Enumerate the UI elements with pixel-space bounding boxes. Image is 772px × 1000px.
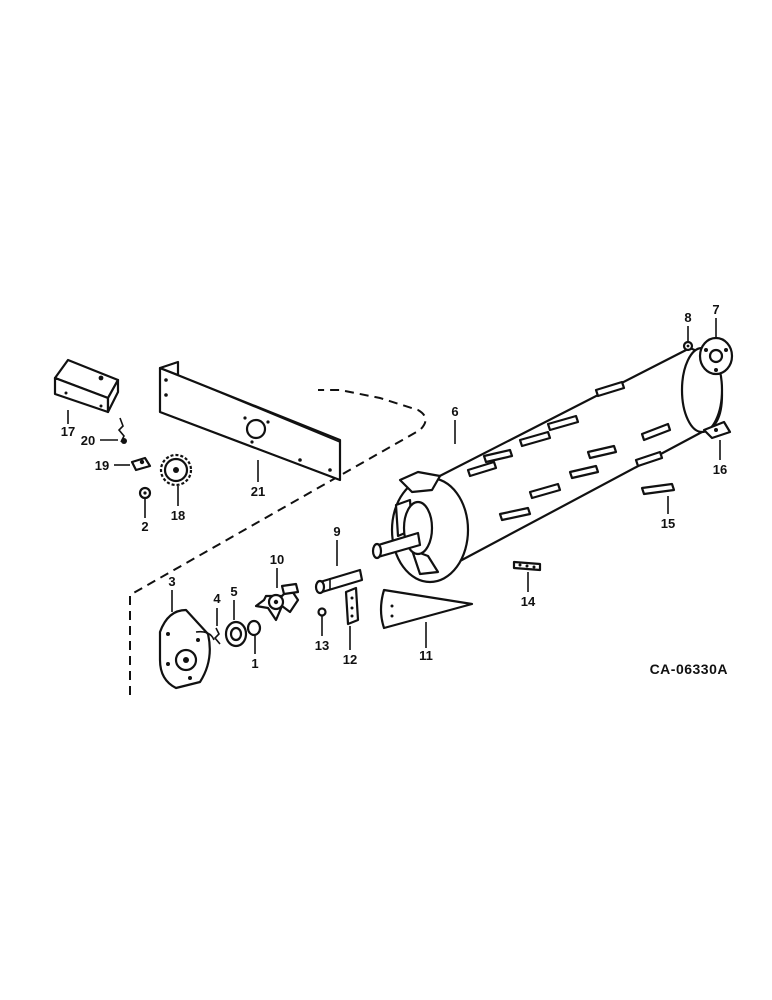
- callout-21: 21: [251, 484, 265, 499]
- callout-16: 16: [713, 462, 727, 477]
- callout-7: 7: [712, 302, 719, 317]
- part-19-hook: [130, 456, 152, 472]
- callout-8: 8: [684, 310, 691, 325]
- part-9-shaft: [314, 568, 364, 595]
- callout-3: 3: [168, 574, 175, 589]
- part-2-washer: [138, 486, 152, 500]
- part-10-spider-coupling: [254, 582, 300, 622]
- part-1-ring: [246, 619, 262, 637]
- figure-code: CA-06330A: [650, 661, 728, 677]
- callout-5: 5: [230, 584, 237, 599]
- callout-9: 9: [333, 524, 340, 539]
- callout-12: 12: [343, 652, 357, 667]
- part-6-cylinder-drum: [371, 346, 724, 584]
- part-20-spring-clip: [117, 417, 127, 444]
- part-13-bolt: [317, 607, 327, 617]
- callout-13: 13: [315, 638, 329, 653]
- callout-15: 15: [661, 516, 675, 531]
- callout-6: 6: [451, 404, 458, 419]
- callout-11: 11: [419, 648, 433, 663]
- callout-20: 20: [81, 433, 95, 448]
- part-16-bracket: [702, 420, 732, 440]
- part-5-bearing: [224, 620, 248, 648]
- callout-2: 2: [141, 519, 148, 534]
- callout-14: 14: [521, 594, 536, 609]
- part-14-bolt-strip: [512, 560, 542, 572]
- callout-17: 17: [61, 424, 75, 439]
- part-3-gearbox-housing: [158, 608, 215, 690]
- callout-18: 18: [171, 508, 185, 523]
- callout-19: 19: [95, 458, 109, 473]
- part-12-curved-bar: [344, 586, 360, 626]
- callout-1: 1: [251, 656, 258, 671]
- callout-10: 10: [270, 552, 284, 567]
- callout-4: 4: [213, 591, 221, 606]
- part-8-nut: [682, 340, 694, 352]
- part-18-gear: [159, 453, 193, 487]
- part-15-rasp-bar: [640, 482, 676, 496]
- part-21-side-panel: [158, 360, 342, 482]
- part-17-cover-box: [53, 358, 120, 414]
- part-11-shield-plate: [379, 588, 474, 630]
- part-7-hub-flange: [698, 336, 734, 376]
- part-4-spring: [213, 627, 221, 645]
